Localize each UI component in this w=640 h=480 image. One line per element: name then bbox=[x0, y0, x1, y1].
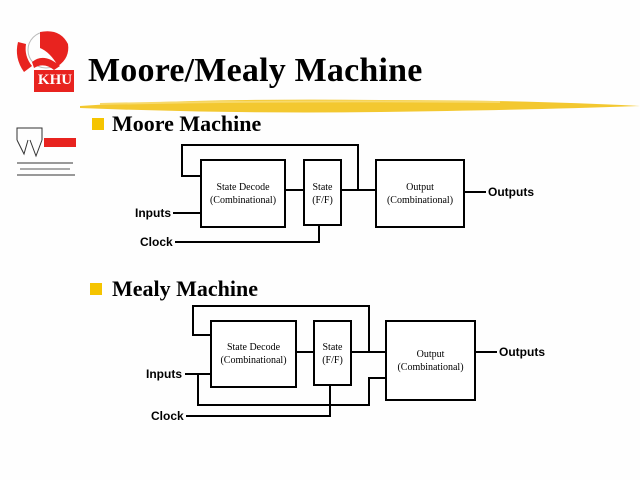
mealy-output-box: Output(Combinational) bbox=[385, 320, 476, 401]
moore-state-line1: State bbox=[312, 182, 333, 193]
mealy-clock-wire bbox=[186, 385, 331, 417]
moore-state-box: State (F/F) bbox=[303, 159, 342, 226]
moore-state-decode-box: State Decode(Combinational) bbox=[200, 159, 286, 228]
moore-state-decode-line2: (Combinational) bbox=[209, 194, 277, 206]
mealy-output-line1: Output bbox=[416, 348, 445, 360]
khu-logo: KHU bbox=[10, 22, 76, 94]
mealy-state-line1: State bbox=[322, 342, 343, 353]
moore-clock-wire bbox=[175, 225, 320, 243]
mealy-inputs-to-output-wire bbox=[197, 374, 385, 406]
mealy-heading: Mealy Machine bbox=[112, 276, 259, 301]
mealy-outputs-label: Outputs bbox=[499, 345, 545, 359]
title-underline-brush bbox=[80, 99, 640, 113]
moore-output-line1: Output bbox=[406, 181, 434, 193]
khu-emblem-icon bbox=[16, 31, 74, 92]
slide-title: Moore/Mealy Machine bbox=[88, 52, 423, 89]
moore-clock-label: Clock bbox=[140, 235, 173, 249]
moore-output-box: Output(Combinational) bbox=[375, 159, 465, 228]
mealy-output-line2: (Combinational) bbox=[397, 361, 464, 373]
mealy-state-box: State (F/F) bbox=[313, 320, 352, 386]
khu-logo-text: KHU bbox=[37, 72, 73, 88]
mealy-state-decode-box: State Decode (Combinational) bbox=[210, 320, 297, 388]
moore-state-line2: (F/F) bbox=[312, 195, 333, 206]
moore-outputs-label: Outputs bbox=[488, 185, 534, 199]
moore-bullet-icon bbox=[92, 118, 104, 130]
moore-output-line2: (Combinational) bbox=[386, 194, 454, 206]
moore-inputs-label: Inputs bbox=[135, 206, 171, 220]
mealy-state-decode-line1: State Decode bbox=[226, 342, 281, 353]
moore-state-decode-line1: State Decode bbox=[216, 181, 270, 193]
mealy-state-decode-line2: (Combinational) bbox=[220, 355, 287, 366]
mealy-clock-label: Clock bbox=[151, 409, 184, 423]
mealy-state-line2: (F/F) bbox=[322, 355, 343, 366]
mealy-bullet-icon bbox=[90, 283, 102, 295]
moore-heading: Moore Machine bbox=[112, 111, 262, 136]
moore-feedback-wire bbox=[181, 144, 359, 190]
side-logo bbox=[14, 126, 78, 180]
side-logo-icon bbox=[16, 127, 76, 176]
mealy-feedback-wire bbox=[192, 305, 370, 352]
mealy-inputs-label: Inputs bbox=[146, 367, 182, 381]
